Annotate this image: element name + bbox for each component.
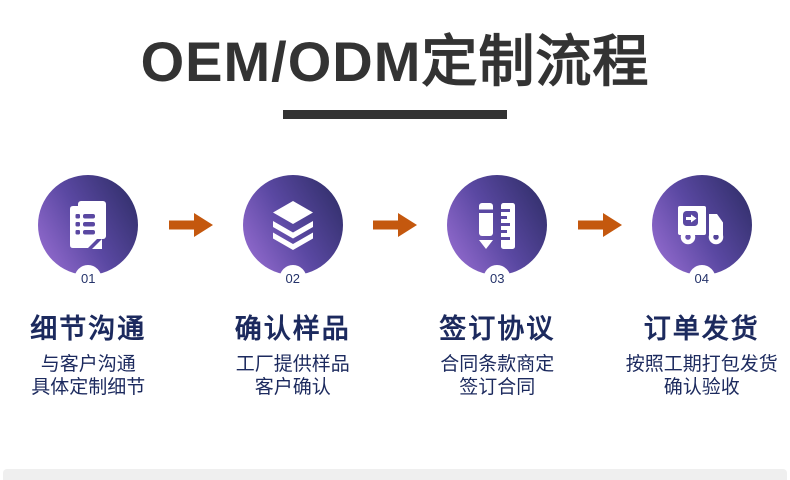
process-step-2: 02 确认样品 工厂提供样品 客户确认 xyxy=(208,174,379,399)
step-circle: 02 xyxy=(242,174,343,292)
page-title: OEM/ODM定制流程 xyxy=(140,30,650,93)
step-description: 合同条款商定 签订合同 xyxy=(440,353,554,399)
oem-odm-process-page: OEM/ODM定制流程 01 细节沟通 与客 xyxy=(0,30,790,480)
step-description-line: 按照工期打包发货 xyxy=(625,353,778,375)
step-description-line: 具体定制细节 xyxy=(31,376,146,398)
step-heading: 细节沟通 xyxy=(30,313,147,344)
process-flow: 01 细节沟通 与客户沟通 具体定制细节 02 确认样品 xyxy=(0,174,790,399)
step-description-line: 工厂提供样品 xyxy=(235,353,350,375)
bottom-bar xyxy=(3,469,787,480)
delivery-truck-icon xyxy=(677,205,723,244)
step-number-badge: 03 xyxy=(483,264,511,292)
step-description: 工厂提供样品 客户确认 xyxy=(236,353,350,399)
process-step-4: 04 订单发货 按照工期打包发货 确认验收 xyxy=(617,174,788,399)
arrow-right-icon xyxy=(168,212,213,237)
flow-arrow xyxy=(373,212,417,238)
flow-arrow xyxy=(168,212,213,238)
step-circle: 04 xyxy=(651,174,752,292)
step-number-badge: 04 xyxy=(688,264,716,292)
step-heading: 订单发货 xyxy=(643,313,760,344)
process-step-3: 03 签订协议 合同条款商定 签订合同 xyxy=(412,174,583,399)
step-number-badge: 01 xyxy=(74,264,102,292)
step-heading: 签订协议 xyxy=(439,313,556,344)
step-circle: 01 xyxy=(38,174,139,292)
step-circle: 03 xyxy=(447,174,548,292)
title-underline xyxy=(283,109,507,119)
step-number-badge: 02 xyxy=(279,264,307,292)
arrow-right-icon xyxy=(577,212,622,237)
flow-arrow xyxy=(577,212,622,238)
pencil-ruler-icon xyxy=(479,202,516,249)
step-description: 与客户沟通 具体定制细节 xyxy=(31,353,145,399)
step-description-line: 客户确认 xyxy=(254,376,331,398)
step-description-line: 合同条款商定 xyxy=(440,353,555,375)
step-description-line: 确认验收 xyxy=(663,376,740,398)
process-step-1: 01 细节沟通 与客户沟通 具体定制细节 xyxy=(3,174,174,399)
arrow-right-icon xyxy=(373,212,417,237)
step-heading: 确认样品 xyxy=(234,313,351,344)
step-description-line: 与客户沟通 xyxy=(40,353,136,375)
layers-icon xyxy=(272,200,313,250)
document-list-icon xyxy=(70,200,107,249)
step-description-line: 签订合同 xyxy=(459,376,536,398)
step-description: 按照工期打包发货 确认验收 xyxy=(626,353,778,399)
